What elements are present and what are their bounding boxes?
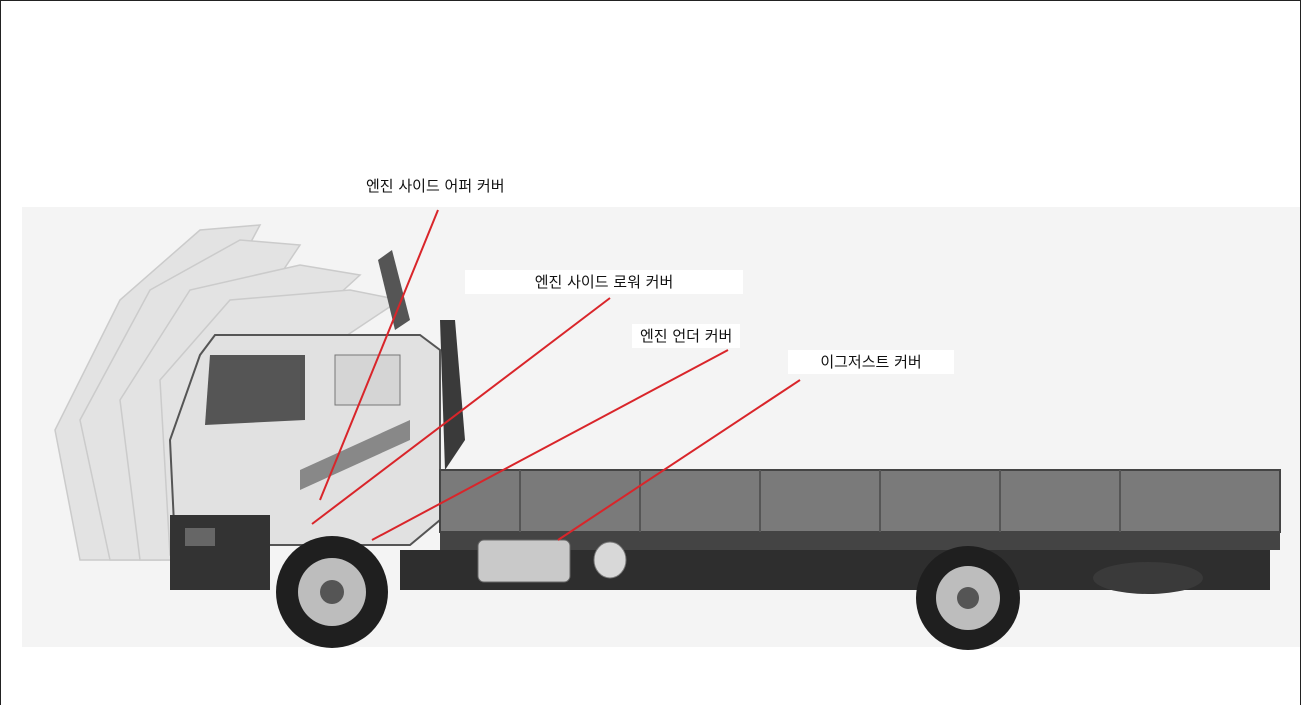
rear-flap [378, 250, 410, 330]
callout-engine-side-lower-cover: 엔진 사이드 로워 커버 [465, 270, 743, 294]
spare-tire [1093, 562, 1203, 594]
leader-exhaust [557, 379, 801, 541]
cab-flap [440, 320, 465, 470]
leader-upper [319, 209, 439, 501]
leader-lower [311, 297, 611, 525]
callout-exhaust-cover: 이그저스트 커버 [788, 350, 954, 374]
callout-engine-under-cover: 엔진 언더 커버 [632, 324, 741, 348]
exhaust-tank [477, 539, 571, 583]
rear-wheel [916, 546, 1020, 650]
callout-engine-side-upper-cover: 엔진 사이드 어퍼 커버 [366, 177, 505, 195]
leader-lines [311, 209, 801, 541]
air-tank [593, 541, 627, 579]
leader-under [371, 349, 729, 541]
front-wheel [276, 536, 388, 648]
cab [168, 334, 441, 590]
